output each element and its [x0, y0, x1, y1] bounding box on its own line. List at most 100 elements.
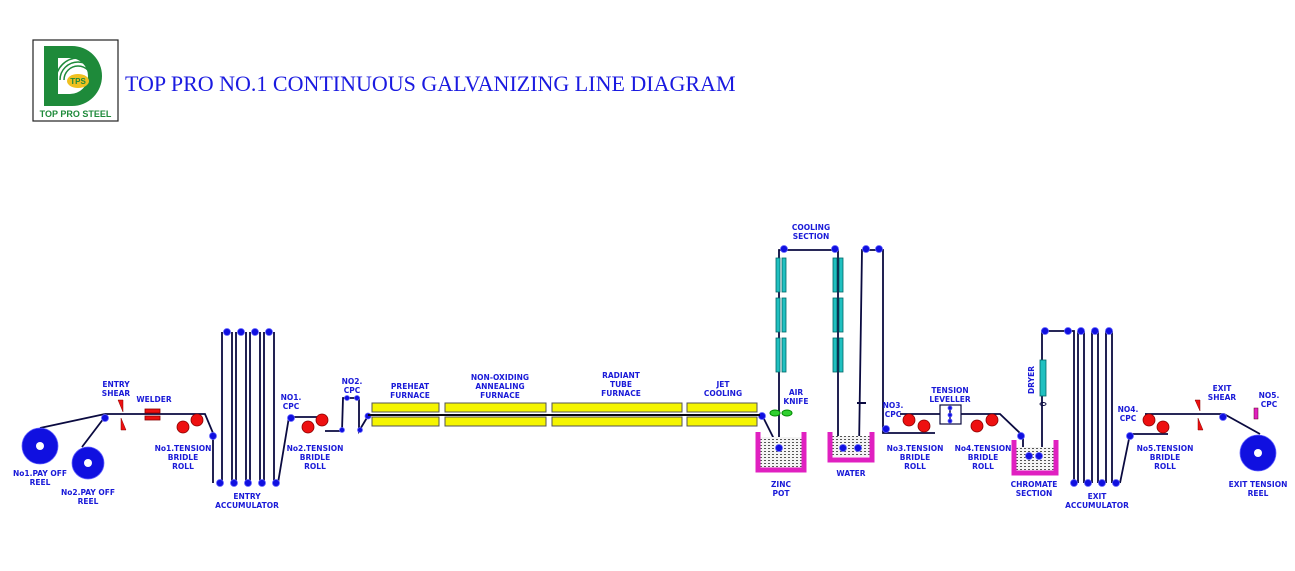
svg-text:No3.TENSION: No3.TENSION — [887, 444, 944, 453]
svg-text:ROLL: ROLL — [304, 462, 326, 471]
logo-company-name: TOP PRO STEEL — [40, 109, 112, 119]
svg-text:No1.PAY OFF: No1.PAY OFF — [13, 469, 67, 478]
svg-text:ROLL: ROLL — [972, 462, 994, 471]
svg-text:SHEAR: SHEAR — [102, 389, 131, 398]
svg-text:SECTION: SECTION — [793, 232, 830, 241]
svg-text:JET: JET — [715, 380, 730, 389]
svg-text:ZINC: ZINC — [771, 480, 792, 489]
deflector-rolls — [101, 245, 1227, 487]
no2-bridle-rolls — [301, 413, 329, 434]
svg-text:REEL: REEL — [1248, 489, 1269, 498]
svg-text:BRIDLE: BRIDLE — [300, 453, 330, 462]
page-title: TOP PRO NO.1 CONTINUOUS GALVANIZING LINE… — [125, 71, 736, 96]
svg-text:FURNACE: FURNACE — [480, 391, 520, 400]
svg-text:BRIDLE: BRIDLE — [168, 453, 198, 462]
svg-text:CPC: CPC — [283, 402, 300, 411]
svg-text:CPC: CPC — [1120, 414, 1137, 423]
label-no3-cpc: NO3.CPC — [883, 401, 904, 419]
svg-text:EXIT TENSION: EXIT TENSION — [1229, 480, 1288, 489]
svg-text:COOLING: COOLING — [792, 223, 830, 232]
svg-text:ANNEALING: ANNEALING — [475, 382, 524, 391]
svg-text:CPC: CPC — [885, 410, 902, 419]
svg-text:TUBE: TUBE — [610, 380, 632, 389]
svg-text:RADIANT: RADIANT — [602, 371, 641, 380]
svg-text:WELDER: WELDER — [136, 395, 172, 404]
water-tank — [827, 432, 875, 463]
svg-text:ENTRY: ENTRY — [233, 492, 261, 501]
svg-text:BRIDLE: BRIDLE — [900, 453, 930, 462]
svg-text:TENSION: TENSION — [931, 386, 968, 395]
svg-text:EXIT: EXIT — [1088, 492, 1108, 501]
svg-text:SHEAR: SHEAR — [1208, 393, 1237, 402]
svg-text:No1.TENSION: No1.TENSION — [155, 444, 212, 453]
svg-text:CPC: CPC — [1261, 400, 1278, 409]
svg-text:REEL: REEL — [78, 497, 99, 506]
svg-text:FURNACE: FURNACE — [601, 389, 641, 398]
svg-text:WATER: WATER — [836, 469, 865, 478]
svg-text:ENTRY: ENTRY — [102, 380, 130, 389]
svg-text:NON-OXIDING: NON-OXIDING — [471, 373, 529, 382]
svg-text:PREHEAT: PREHEAT — [391, 382, 430, 391]
svg-text:ACCUMULATOR: ACCUMULATOR — [215, 501, 279, 510]
svg-text:NO4.: NO4. — [1118, 405, 1139, 414]
svg-text:ACCUMULATOR: ACCUMULATOR — [1065, 501, 1129, 510]
svg-text:ROLL: ROLL — [904, 462, 926, 471]
no5-cpc-icon — [1253, 407, 1259, 420]
label-no5-cpc: NO5.CPC — [1259, 391, 1280, 409]
svg-text:REEL: REEL — [30, 478, 51, 487]
tension-leveller-icon — [939, 404, 962, 425]
svg-text:LEVELLER: LEVELLER — [929, 395, 971, 404]
furnace-section — [368, 402, 760, 427]
zinc-pot — [755, 432, 807, 473]
label-no1-cpc: NO1.CPC — [281, 393, 302, 411]
svg-text:No2.PAY OFF: No2.PAY OFF — [61, 488, 115, 497]
no3-bridle-rolls — [902, 413, 931, 433]
svg-text:NO2.: NO2. — [342, 377, 363, 386]
svg-text:CHROMATE: CHROMATE — [1011, 480, 1058, 489]
svg-text:EXIT: EXIT — [1213, 384, 1233, 393]
dryer-nozzle — [1039, 402, 1047, 406]
no5-bridle-rolls — [1142, 413, 1170, 434]
svg-text:CPC: CPC — [344, 386, 361, 395]
svg-text:BRIDLE: BRIDLE — [1150, 453, 1180, 462]
exit-shear-icon — [1194, 399, 1204, 431]
air-knife-icon — [769, 409, 793, 417]
label-dryer: DRYER — [1027, 366, 1036, 394]
label-no4-cpc: NO4.CPC — [1118, 405, 1139, 423]
svg-text:NO5.: NO5. — [1259, 391, 1280, 400]
label-no2-cpc: NO2.CPC — [342, 377, 363, 395]
svg-text:NO1.: NO1. — [281, 393, 302, 402]
svg-text:COOLING: COOLING — [704, 389, 742, 398]
svg-text:FURNACE: FURNACE — [390, 391, 430, 400]
svg-text:No4.TENSION: No4.TENSION — [955, 444, 1012, 453]
svg-text:No2.TENSION: No2.TENSION — [287, 444, 344, 453]
dryer-unit — [1039, 359, 1047, 397]
svg-text:No5.TENSION: No5.TENSION — [1137, 444, 1194, 453]
logo-badge: TPS — [70, 77, 86, 86]
strip-path — [39, 249, 1261, 484]
welder-icon — [144, 408, 161, 421]
chromate-tank — [1011, 440, 1059, 476]
svg-text:ROLL: ROLL — [172, 462, 194, 471]
svg-text:ROLL: ROLL — [1154, 462, 1176, 471]
label-water: WATER — [836, 469, 865, 478]
company-logo: TPS TOP PRO STEEL — [32, 39, 119, 122]
